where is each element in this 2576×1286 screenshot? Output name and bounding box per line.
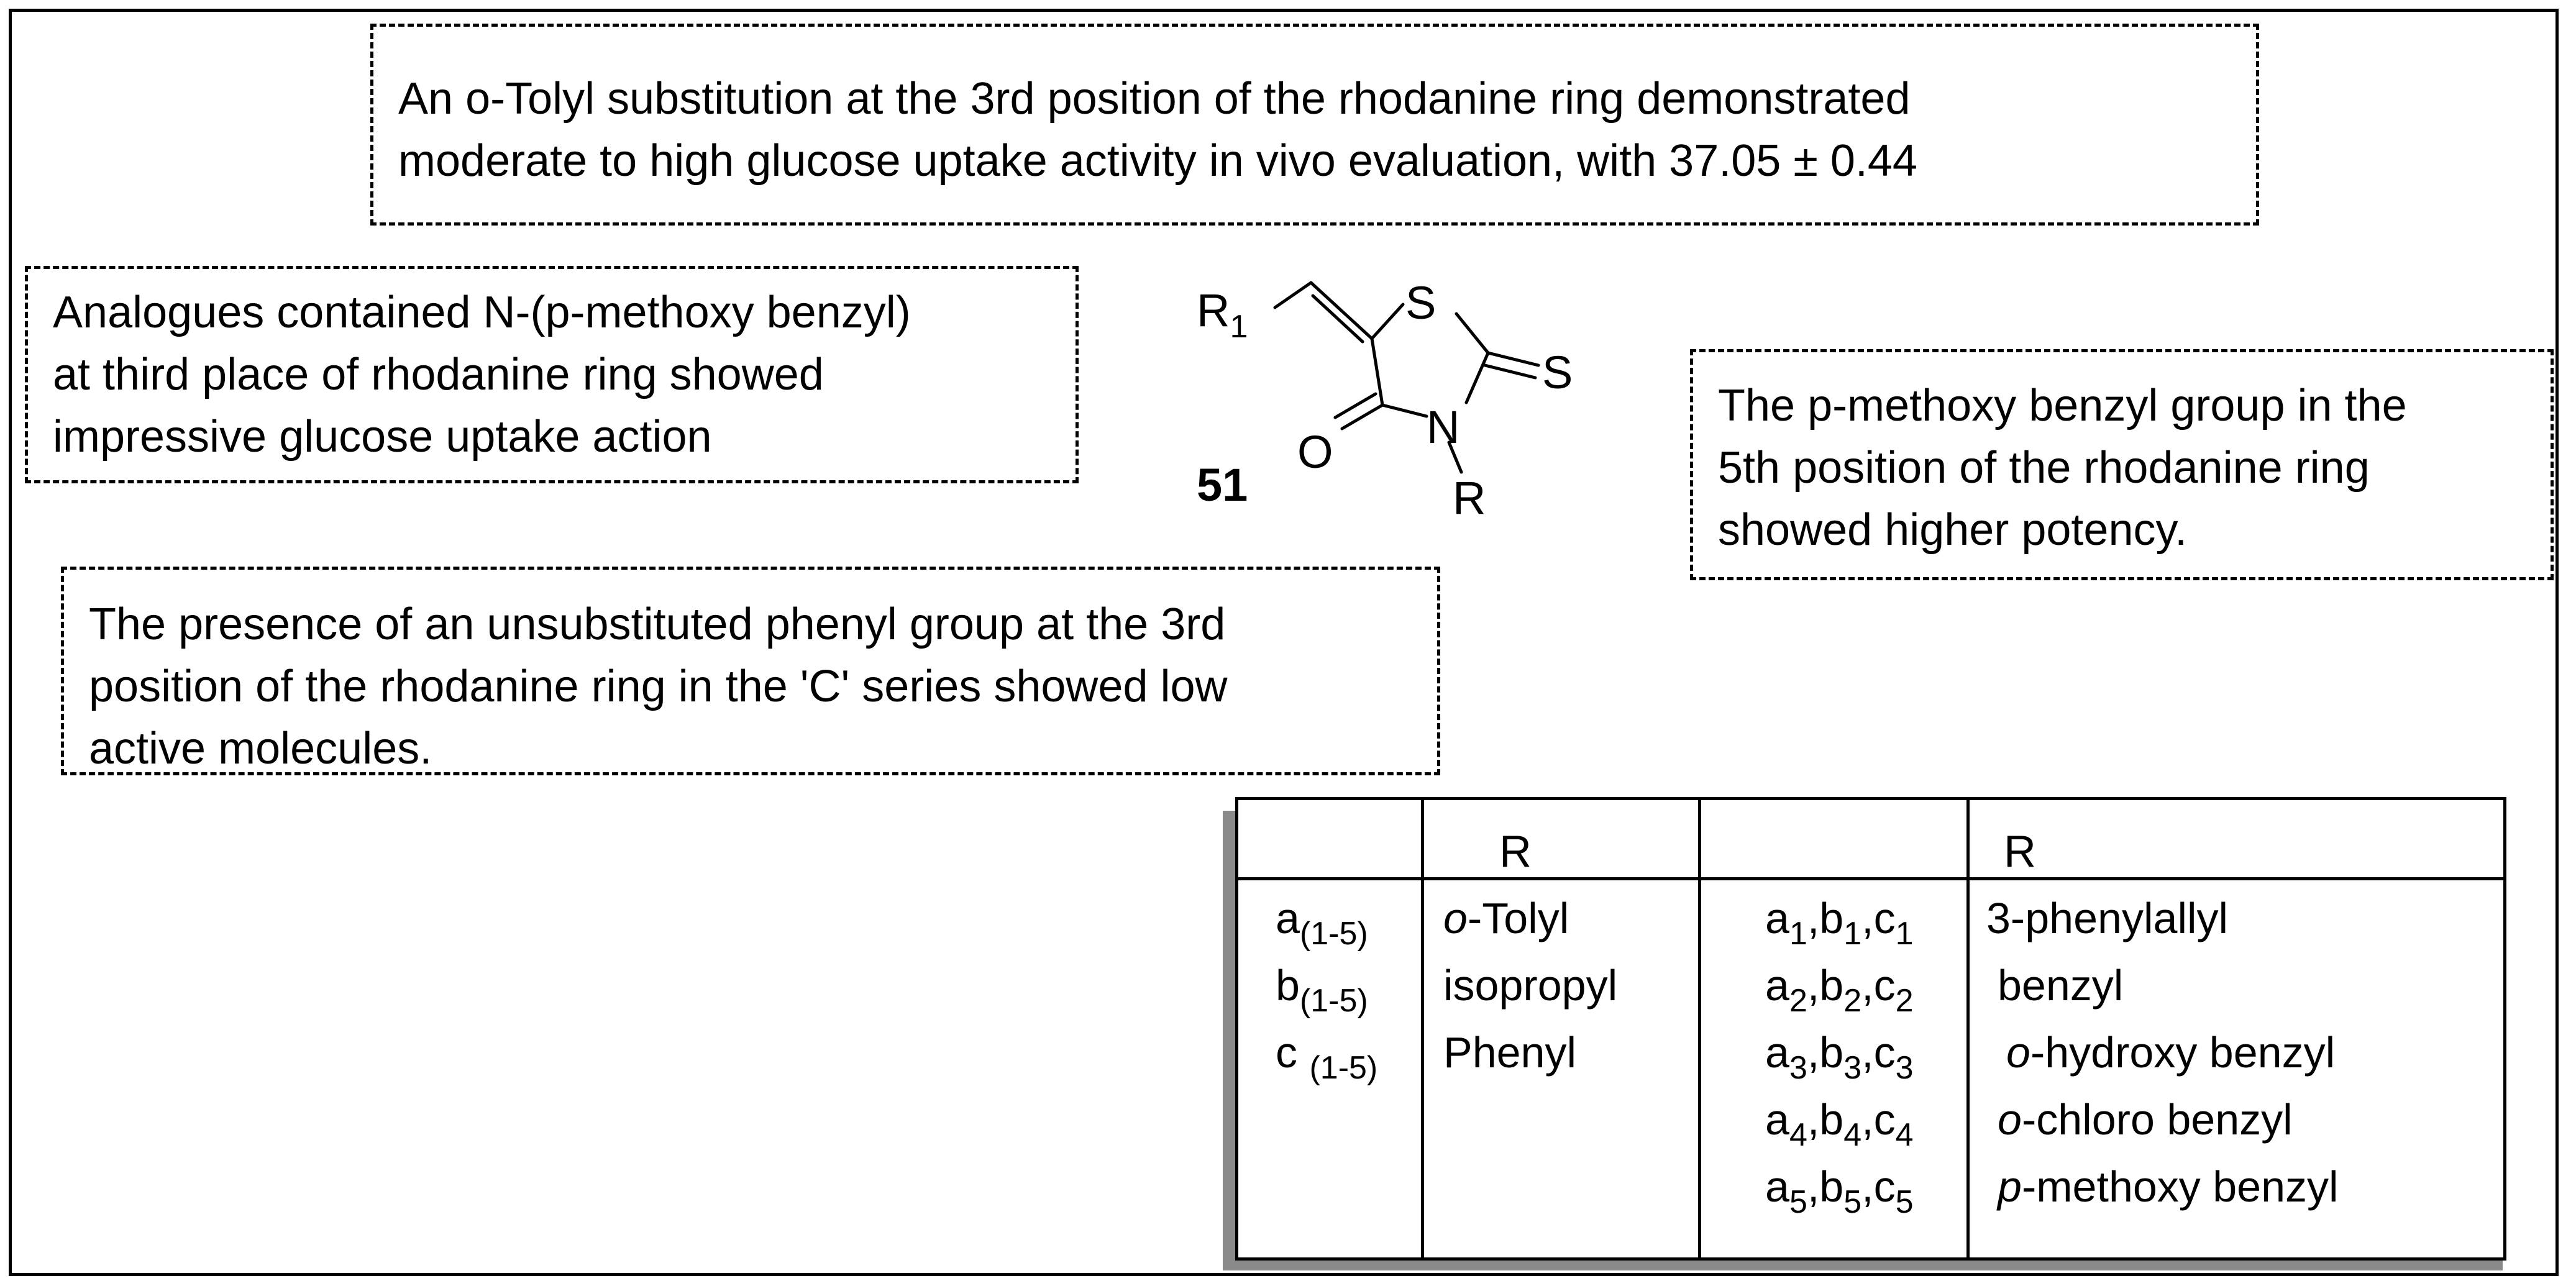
note-line: moderate to high glucose uptake activity… [398,136,1917,186]
note-line: The presence of an unsubstituted phenyl … [89,600,1226,649]
series-cell: a(1-5) [1276,894,1368,952]
ring-nitrogen-label: N [1427,401,1460,453]
table-header-r-left: R [1499,827,1532,877]
bond-n3-r [1447,440,1463,474]
compound-code-cell: a2,b2,c2 [1765,961,1914,1019]
bond-carbonyl-double-2 [1333,392,1377,419]
table-header-rule [1238,877,2503,880]
compound-r-cell: p-methoxy benzyl [1998,1162,2339,1211]
r1-label: R1 [1197,285,1248,345]
compound-code-cell: a4,b4,c4 [1765,1095,1914,1153]
table-header-r-right: R [2004,827,2036,877]
table-column-rule [1421,800,1424,1260]
note-line: impressive glucose uptake action [53,412,712,462]
note-line: Analogues contained N-(p-methoxy benzyl) [53,288,911,337]
compound-code-cell: a3,b3,c3 [1765,1028,1914,1086]
carbonyl-oxygen-label: O [1297,426,1333,478]
series-r-cell: Phenyl [1443,1028,1577,1077]
bond-exocyclic-double-2 [1311,294,1364,344]
bond-c4-c5 [1370,337,1384,407]
bond-c2-n3 [1464,351,1490,404]
note-o-tolyl-substitution: An o-Tolyl substitution at the 3rd posit… [370,24,2259,226]
note-line: 5th position of the rhodanine ring [1718,443,2370,493]
note-line: at third place of rhodanine ring showed [53,350,824,399]
bond-thione-double-1 [1486,351,1540,367]
bond-n3-c4 [1381,403,1428,418]
ring-sulfur-label: S [1405,277,1436,329]
note-n-methoxy-benzyl-analogues: Analogues contained N-(p-methoxy benzyl)… [25,266,1079,483]
bond-s1-c2 [1455,312,1490,355]
note-5th-position-methoxy-benzyl: The p-methoxy benzyl group in the 5th po… [1690,349,2554,580]
bond-r1-to-vinyl [1273,281,1313,309]
note-line: active molecules. [89,724,432,773]
note-line: The p-methoxy benzyl group in the [1718,381,2407,431]
note-unsubstituted-phenyl: The presence of an unsubstituted phenyl … [61,567,1440,775]
note-line: An o-Tolyl substitution at the 3rd posit… [398,74,1911,124]
note-line: position of the rhodanine ring in the 'C… [89,662,1228,711]
bond-thione-double-2 [1483,363,1537,380]
series-cell: b(1-5) [1276,961,1368,1019]
compound-code-cell: a1,b1,c1 [1765,894,1914,952]
compound-r-cell: o-hydroxy benzyl [2006,1028,2336,1077]
bond-c5-s1 [1370,303,1405,340]
thione-sulfur-label: S [1542,347,1573,398]
compound-code-cell: a5,b5,c5 [1765,1162,1914,1220]
compound-r-cell: o-chloro benzyl [1998,1095,2293,1144]
table-column-rule [1698,800,1701,1260]
table-column-rule [1966,800,1970,1260]
figure-frame [9,9,2559,1276]
bond-carbonyl-double-1 [1340,403,1384,431]
series-r-cell: isopropyl [1443,961,1618,1010]
compound-number: 51 [1197,459,1248,511]
substituent-table: R R a(1-5) b(1-5) c (1-5) o-Tolyl isopro… [1235,797,2506,1261]
bond-exocyclic-double-1 [1309,281,1374,340]
compound-r-cell: benzyl [1998,961,2124,1010]
n-substituent-label: R [1453,472,1486,524]
series-r-cell: o-Tolyl [1443,894,1569,942]
note-line: showed higher potency. [1718,505,2188,555]
series-cell: c (1-5) [1276,1028,1378,1086]
compound-r-cell: 3-phenylallyl [1986,894,2229,942]
